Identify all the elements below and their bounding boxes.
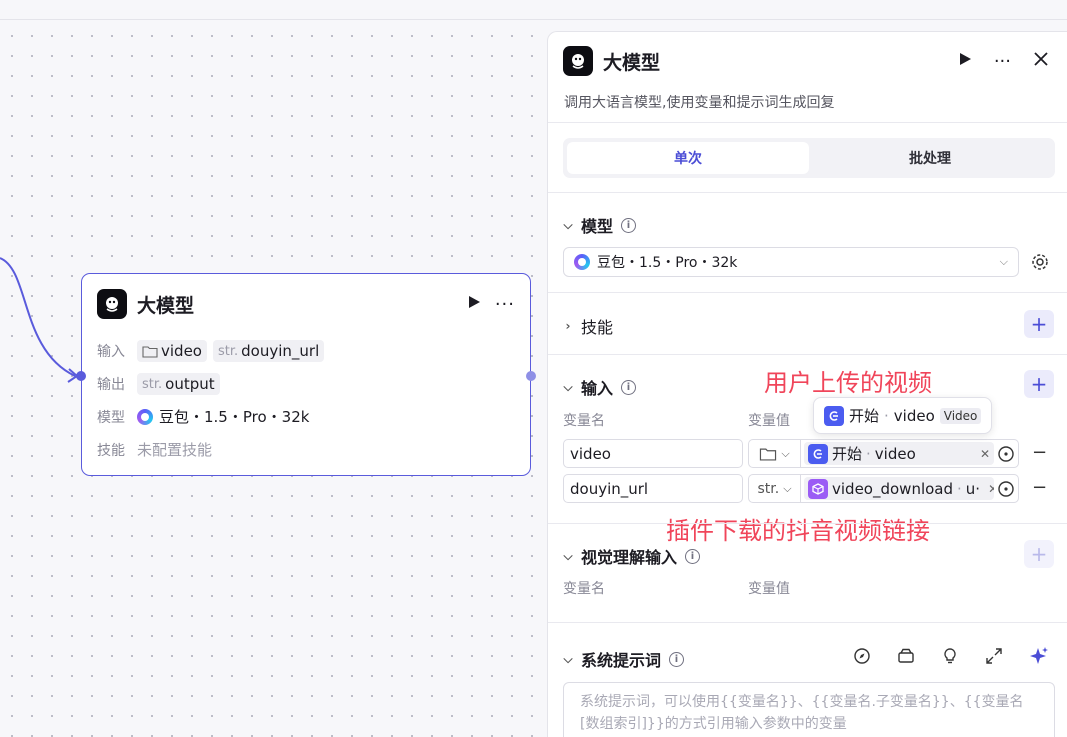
add-vision-input-button[interactable]: + bbox=[1024, 540, 1054, 568]
info-icon[interactable]: i bbox=[621, 379, 637, 395]
model-name: 豆包・1.5・Pro・32k bbox=[159, 408, 310, 426]
node-header: 大模型 ··· bbox=[97, 289, 515, 319]
vision-section-header[interactable]: ⌵ 视觉理解输入 i bbox=[563, 544, 701, 568]
system-prompt-section-header[interactable]: ⌵ 系统提示词 i bbox=[563, 647, 685, 671]
chevron-right-icon: › bbox=[565, 319, 571, 333]
model-select[interactable]: 豆包・1.5・Pro・32k ⌵ bbox=[563, 247, 1019, 277]
add-input-button[interactable]: + bbox=[1024, 370, 1054, 398]
chevron-down-icon: ⌵ bbox=[563, 217, 573, 232]
ai-sparkle-icon[interactable] bbox=[1029, 646, 1049, 670]
clear-icon[interactable]: ✕ bbox=[984, 482, 994, 496]
chevron-down-icon: ⌵ bbox=[783, 481, 792, 495]
node-input-row: 输入 video str.douyin_url bbox=[97, 340, 325, 362]
more-icon[interactable]: ··· bbox=[993, 50, 1011, 72]
remove-row-button[interactable]: − bbox=[1032, 477, 1048, 498]
input-chip-douyin-url: str.douyin_url bbox=[212, 340, 325, 362]
info-icon[interactable]: i bbox=[621, 217, 637, 233]
more-icon[interactable]: ··· bbox=[494, 293, 515, 315]
start-node-icon bbox=[808, 443, 828, 464]
model-section-header[interactable]: ⌵ 模型 i bbox=[563, 213, 637, 237]
col-var-name: 变量名 bbox=[563, 581, 605, 597]
chevron-down-icon: ⌵ bbox=[563, 548, 573, 563]
folder-icon bbox=[142, 345, 158, 358]
panel-header: 大模型 ··· bbox=[563, 46, 1049, 76]
skills-section-header[interactable]: › 技能 bbox=[563, 314, 614, 338]
var-name-input-video[interactable]: video bbox=[563, 439, 743, 468]
close-icon[interactable] bbox=[1033, 51, 1049, 71]
type-select[interactable]: str. ⌵ bbox=[749, 475, 801, 502]
node-config-panel: 大模型 ··· 调用大语言模型,使用变量和提示词生成回复 单次 批处理 ⌵ 模型… bbox=[547, 31, 1067, 737]
run-mode-tabs: 单次 批处理 bbox=[563, 138, 1055, 178]
tab-batch[interactable]: 批处理 bbox=[909, 151, 951, 167]
col-var-value: 变量值 bbox=[748, 581, 790, 597]
tab-single[interactable]: 单次 bbox=[567, 142, 809, 174]
var-value-douyin-url[interactable]: str. ⌵ video_download·u· ✕ bbox=[748, 474, 1019, 503]
doubao-logo-icon bbox=[137, 408, 153, 425]
node-model-row: 模型 豆包・1.5・Pro・32k bbox=[97, 406, 309, 427]
llm-node[interactable]: 大模型 ··· 输入 video str.douyin_url 输出 str.o… bbox=[76, 273, 536, 476]
type-select[interactable]: ⌵ bbox=[749, 440, 801, 467]
output-port[interactable] bbox=[526, 371, 536, 381]
top-bar bbox=[0, 0, 1067, 20]
panel-title: 大模型 bbox=[603, 51, 661, 74]
prompt-toolbar bbox=[853, 646, 1049, 670]
output-chip: str.output bbox=[137, 373, 220, 395]
annotation-video: 用户上传的视频 bbox=[764, 369, 932, 397]
system-prompt-textarea[interactable]: 系统提示词，可以使用{{变量名}}、{{变量名.子变量名}}、{{变量名[数组索… bbox=[563, 682, 1055, 737]
info-icon[interactable]: i bbox=[669, 651, 685, 667]
node-skills-row: 技能 未配置技能 bbox=[97, 439, 212, 460]
input-port[interactable] bbox=[76, 371, 86, 381]
target-icon[interactable] bbox=[994, 445, 1018, 463]
col-var-name: 变量名 bbox=[563, 413, 605, 429]
chevron-down-icon: ⌵ bbox=[563, 651, 573, 666]
output-label: 输出 bbox=[97, 377, 125, 393]
node-title: 大模型 bbox=[137, 294, 195, 317]
folder-icon bbox=[760, 448, 777, 461]
llm-node-icon bbox=[97, 289, 127, 319]
target-icon[interactable] bbox=[994, 480, 1018, 498]
var-value-video[interactable]: ⌵ 开始·video ✕ bbox=[748, 439, 1019, 468]
model-label: 模型 bbox=[97, 409, 125, 426]
chevron-down-icon: ⌵ bbox=[563, 379, 573, 394]
chevron-down-icon: ⌵ bbox=[781, 446, 790, 460]
var-name-input-douyin-url[interactable]: douyin_url bbox=[563, 474, 743, 503]
chevron-down-icon: ⌵ bbox=[999, 255, 1008, 268]
start-node-icon bbox=[824, 405, 844, 426]
doubao-logo-icon bbox=[574, 254, 590, 270]
info-icon[interactable]: i bbox=[685, 548, 701, 564]
remove-row-button[interactable]: − bbox=[1032, 442, 1048, 463]
gear-icon[interactable] bbox=[1029, 251, 1051, 273]
input-section-header[interactable]: ⌵ 输入 i bbox=[563, 375, 637, 399]
annotation-url: 插件下载的抖音视频链接 bbox=[666, 517, 930, 545]
input-label: 输入 bbox=[97, 344, 125, 360]
panel-description: 调用大语言模型,使用变量和提示词生成回复 bbox=[564, 95, 835, 111]
ref-tooltip: 开始·video Video bbox=[813, 397, 993, 434]
run-icon[interactable] bbox=[958, 52, 972, 70]
run-icon[interactable] bbox=[467, 295, 481, 313]
node-output-row: 输出 str.output bbox=[97, 373, 220, 395]
add-skill-button[interactable]: + bbox=[1024, 310, 1054, 338]
ref-chip[interactable]: 开始·video ✕ bbox=[804, 442, 994, 465]
llm-panel-icon bbox=[563, 46, 593, 76]
ref-chip[interactable]: video_download·u· ✕ bbox=[804, 477, 994, 500]
plugin-cube-icon bbox=[808, 478, 828, 499]
skills-value: 未配置技能 bbox=[137, 441, 213, 459]
library-icon[interactable] bbox=[897, 647, 915, 669]
col-var-value: 变量值 bbox=[748, 413, 790, 429]
input-chip-video: video bbox=[137, 340, 207, 362]
compass-icon[interactable] bbox=[853, 647, 871, 669]
expand-icon[interactable] bbox=[985, 647, 1003, 669]
skills-label: 技能 bbox=[97, 442, 125, 459]
clear-icon[interactable]: ✕ bbox=[979, 446, 990, 461]
lightbulb-icon[interactable] bbox=[941, 647, 959, 669]
